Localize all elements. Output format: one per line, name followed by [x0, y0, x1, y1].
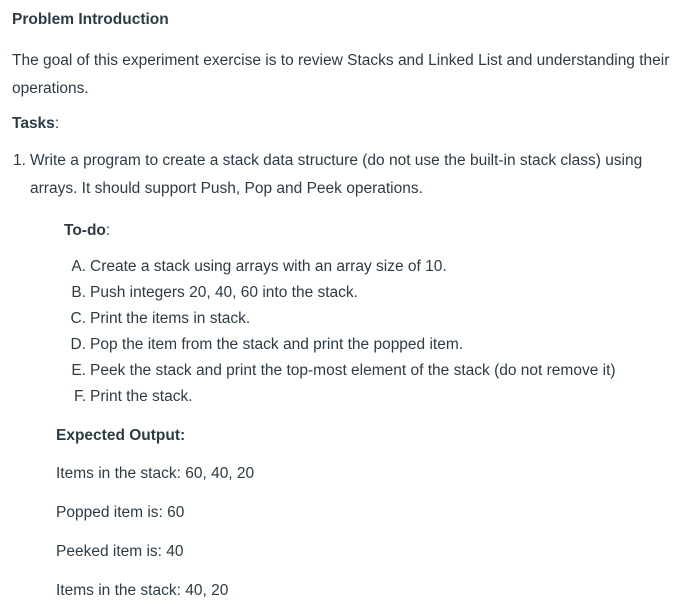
todo-label-text: To-do [64, 222, 106, 239]
todo-item-f: F.Print the stack. [74, 384, 688, 410]
todo-item-c: C.Print the items in stack. [71, 306, 688, 332]
todo-marker-b: B. [71, 284, 86, 301]
todo-text-d: Pop the item from the stack and print th… [90, 336, 464, 353]
todo-item-b: B.Push integers 20, 40, 60 into the stac… [71, 280, 688, 306]
expected-output-label: Expected Output: [56, 427, 186, 444]
section-title: Problem Introduction [12, 11, 169, 28]
todo-text-b: Push integers 20, 40, 60 into the stack. [90, 284, 358, 301]
todo-marker-d: D. [70, 336, 87, 353]
tasks-label: Tasks: [12, 110, 688, 138]
output-line-1: Items in the stack: 60, 40, 20 [56, 465, 255, 482]
todo-label: To-do: [64, 217, 688, 245]
task-text: Write a program to create a stack data s… [30, 152, 643, 197]
task-list: 1.Write a program to create a stack data… [12, 147, 688, 605]
todo-item-d: D.Pop the item from the stack and print … [71, 332, 688, 358]
tasks-label-text: Tasks [12, 115, 55, 132]
todo-marker-a: A. [71, 258, 86, 275]
todo-text-a: Create a stack using arrays with an arra… [90, 258, 447, 275]
output-line-4: Items in the stack: 40, 20 [56, 582, 229, 599]
todo-item-a: A.Create a stack using arrays with an ar… [71, 254, 688, 280]
output-line-3: Peeked item is: 40 [56, 543, 184, 560]
todo-list: A.Create a stack using arrays with an ar… [30, 254, 688, 410]
output-line-2: Popped item is: 60 [56, 504, 185, 521]
todo-label-colon: : [105, 222, 111, 239]
task-item-1: 1.Write a program to create a stack data… [13, 147, 688, 605]
intro-paragraph: The goal of this experiment exercise is … [12, 52, 670, 97]
task-number: 1. [13, 152, 26, 169]
tasks-label-colon: : [54, 115, 60, 132]
todo-text-c: Print the items in stack. [90, 310, 251, 327]
todo-marker-c: C. [70, 310, 87, 327]
todo-marker-f: F. [73, 388, 86, 405]
todo-text-e: Peek the stack and print the top-most el… [90, 362, 616, 379]
todo-text-f: Print the stack. [90, 388, 193, 405]
todo-marker-e: E. [71, 362, 86, 379]
todo-item-e: E.Peek the stack and print the top-most … [71, 358, 688, 384]
